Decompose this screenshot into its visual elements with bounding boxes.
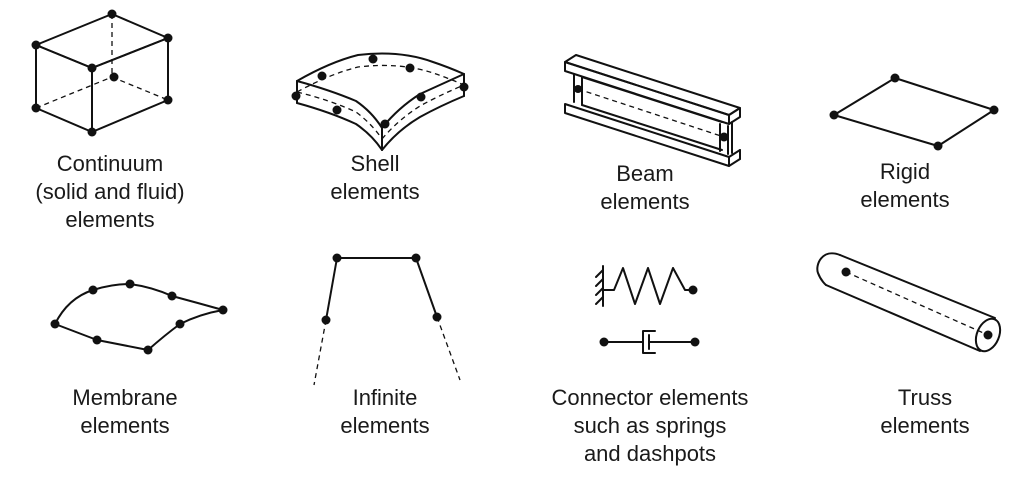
continuum-label-line-1: Continuum xyxy=(56,151,164,176)
connector-label-line-1: Connector elements xyxy=(551,385,749,410)
infinite-label: Infinite elements xyxy=(310,384,460,440)
truss-label: Truss elements xyxy=(855,384,995,440)
infinite-label-line-1: Infinite xyxy=(352,385,418,410)
continuum-element-figure xyxy=(31,9,173,137)
membrane-label-line-2: elements xyxy=(80,413,170,438)
beam-element-figure xyxy=(564,54,741,167)
shell-label: Shell elements xyxy=(300,150,450,206)
rigid-label-line-2: elements xyxy=(860,187,950,212)
truss-element-figure xyxy=(816,252,1002,353)
rigid-element-figure xyxy=(829,73,999,151)
membrane-element-figure xyxy=(50,279,228,355)
connector-label: Connector elements such as springs and d… xyxy=(540,384,760,468)
beam-label-line-1: Beam xyxy=(616,161,674,186)
membrane-label-line-1: Membrane xyxy=(72,385,178,410)
continuum-label-line-3: elements xyxy=(65,207,155,232)
beam-label-line-2: elements xyxy=(600,189,690,214)
shell-element-figure xyxy=(291,52,469,151)
rigid-label: Rigid elements xyxy=(835,158,975,214)
connector-label-line-2: such as springs xyxy=(573,413,727,438)
beam-label: Beam elements xyxy=(570,160,720,216)
truss-label-line-2: elements xyxy=(880,413,970,438)
connector-label-line-3: and dashpots xyxy=(583,441,717,466)
shell-label-line-2: elements xyxy=(330,179,420,204)
continuum-label-line-2: (solid and fluid) xyxy=(35,179,185,204)
shell-label-line-1: Shell xyxy=(350,151,400,176)
rigid-label-line-1: Rigid xyxy=(879,159,931,184)
continuum-label: Continuum (solid and fluid) elements xyxy=(5,150,215,234)
infinite-element-figure xyxy=(313,253,461,386)
infinite-label-line-2: elements xyxy=(340,413,430,438)
truss-label-line-1: Truss xyxy=(897,385,953,410)
membrane-label: Membrane elements xyxy=(45,384,205,440)
connector-element-figure xyxy=(595,265,700,354)
